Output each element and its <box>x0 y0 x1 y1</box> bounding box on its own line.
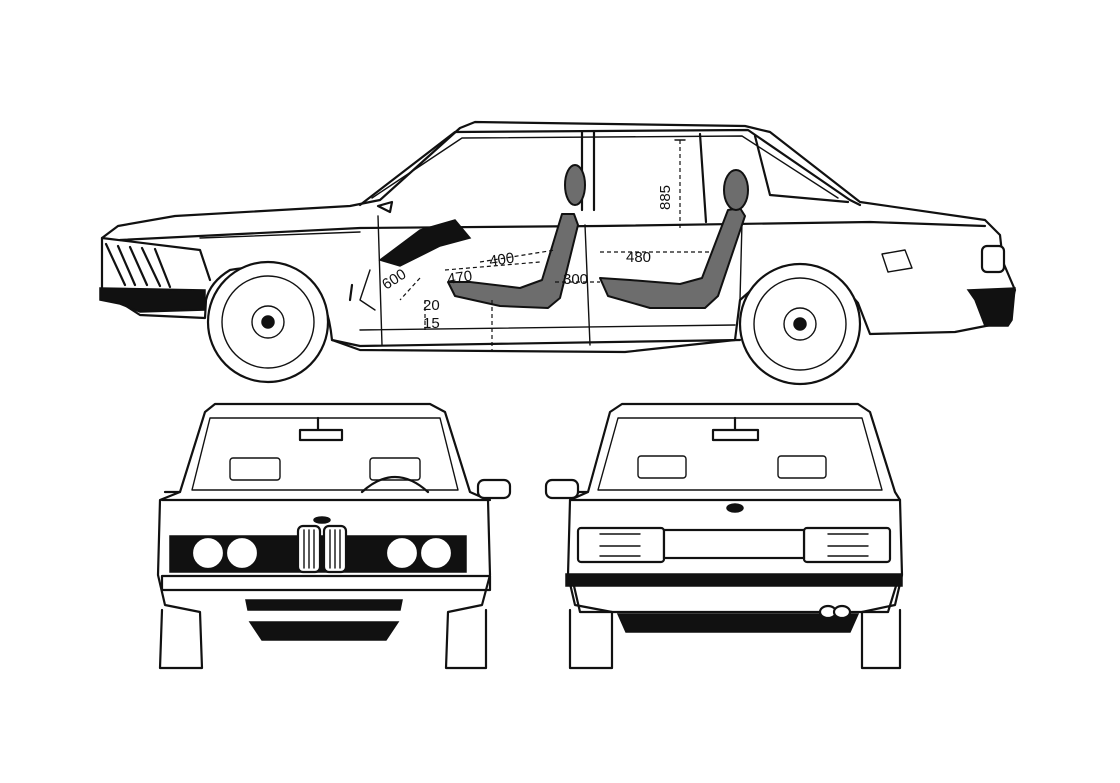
dim-600: 600 <box>379 266 409 294</box>
dim-470: 470 <box>446 268 473 288</box>
rear-bumper-strip <box>565 573 903 587</box>
rear-bumper <box>966 287 1016 327</box>
rear-view <box>544 402 904 670</box>
side-view: 885 600 470 400 300 480 20 15 <box>99 120 1017 386</box>
dim-885: 885 <box>657 185 674 210</box>
front-valance <box>248 621 400 641</box>
side-greenhouse <box>358 128 862 207</box>
rear-headrest <box>723 169 749 211</box>
dashboard <box>378 219 472 267</box>
rear-seat <box>599 169 749 309</box>
dim-400: 400 <box>488 250 515 270</box>
front-seat <box>447 164 586 309</box>
front-bumper <box>99 287 206 313</box>
tail-lights <box>576 526 892 564</box>
rear-wheel <box>738 262 862 386</box>
front-wheel <box>206 260 330 384</box>
dim-15: 15 <box>423 315 440 332</box>
dim-300: 300 <box>563 271 588 288</box>
dim-20: 20 <box>423 297 440 314</box>
kidney-grille <box>296 516 348 574</box>
dim-480: 480 <box>626 249 651 266</box>
front-view <box>156 402 512 670</box>
front-headrest <box>564 164 586 206</box>
